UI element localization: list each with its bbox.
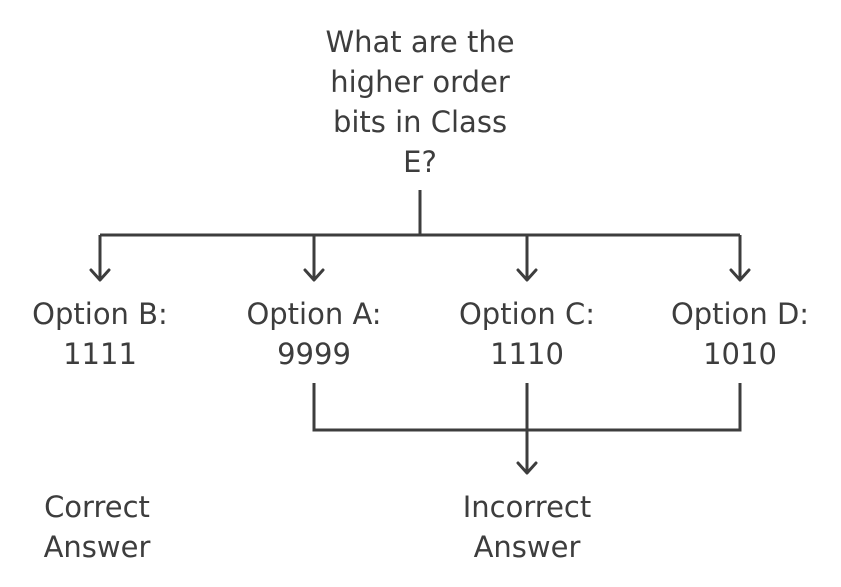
option-a-label: Option A: (246, 297, 382, 331)
arrowhead-option-c (516, 268, 538, 282)
option-b-label: Option B: (32, 297, 168, 331)
option-a-value: 9999 (277, 337, 351, 371)
question-node: What are the higher order bits in Class … (315, 22, 525, 182)
incorrect-answer-node: Incorrect Answer (437, 487, 617, 567)
arrowhead-option-d (729, 268, 751, 282)
incorrect-answer-line-1: Incorrect (462, 490, 592, 524)
question-line-1: What are the (325, 25, 515, 59)
question-line-2: higher order (330, 65, 510, 99)
arrowhead-incorrect-answer (516, 461, 538, 475)
option-c-node: Option C: 1110 (437, 294, 617, 374)
option-c-value: 1110 (490, 337, 564, 371)
question-line-3: bits in Class (332, 105, 508, 139)
arrowhead-option-b (89, 268, 111, 282)
correct-answer-node: Correct Answer (17, 487, 177, 567)
incorrect-answer-line-2: Answer (473, 530, 581, 564)
option-b-node: Option B: 1111 (10, 294, 190, 374)
correct-answer-line-1: Correct (44, 490, 150, 524)
correct-answer-line-2: Answer (43, 530, 151, 564)
option-d-node: Option D: 1010 (650, 294, 830, 374)
option-a-node: Option A: 9999 (224, 294, 404, 374)
option-d-value: 1010 (703, 337, 777, 371)
arrowhead-option-a (303, 268, 325, 282)
option-c-label: Option C: (458, 297, 596, 331)
option-d-label: Option D: (670, 297, 810, 331)
question-line-4: E? (403, 145, 437, 179)
option-b-value: 1111 (63, 337, 137, 371)
